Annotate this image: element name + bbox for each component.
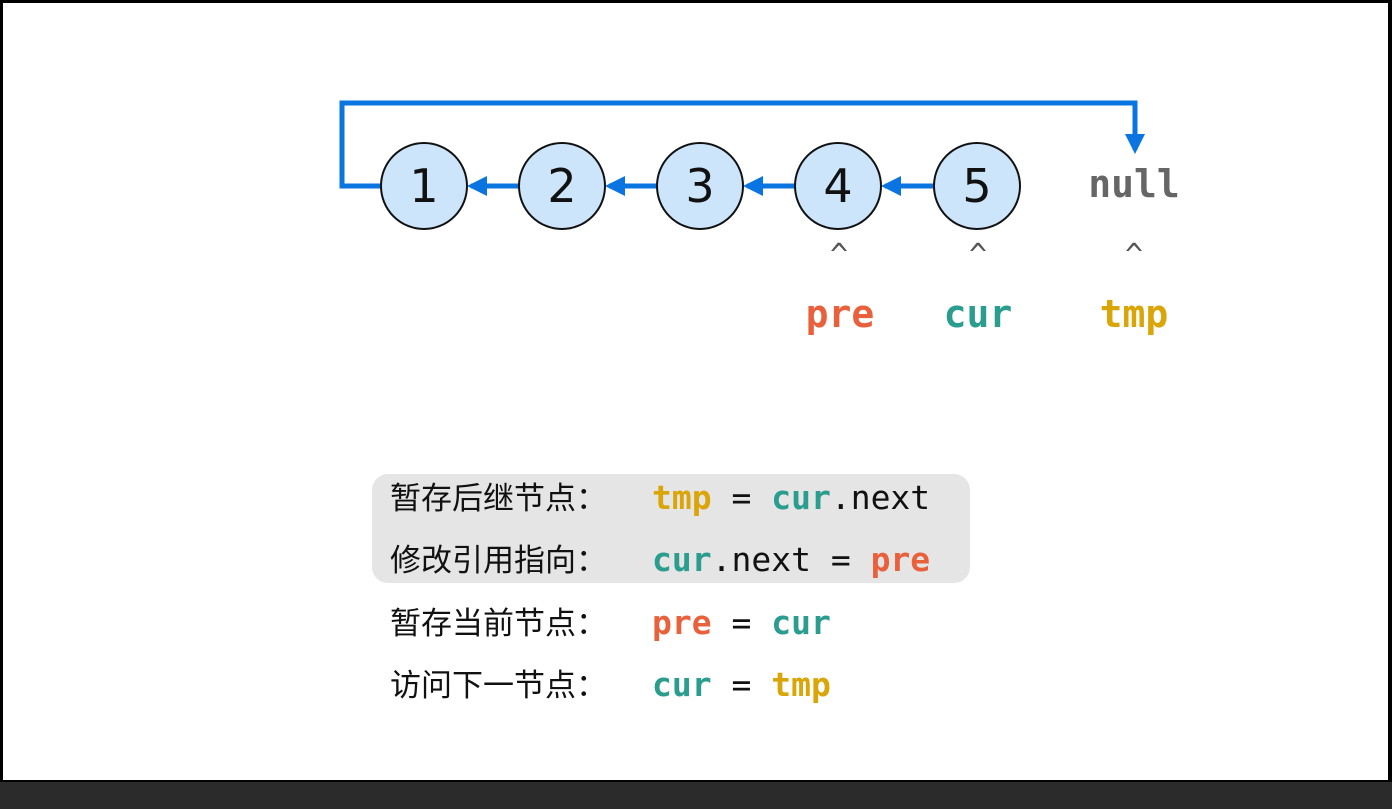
var-pre: pre bbox=[652, 603, 712, 642]
step-line: 暂存后继节点： tmp = cur.next bbox=[390, 478, 930, 518]
step-code: pre = cur bbox=[652, 603, 831, 642]
list-node-1: 1 bbox=[380, 142, 468, 230]
list-node-4: 4 bbox=[794, 142, 882, 230]
code-token: = bbox=[711, 603, 772, 642]
code-token: .next = bbox=[711, 540, 871, 579]
step-label: 暂存当前节点： bbox=[390, 606, 607, 642]
code-token: .next bbox=[830, 478, 931, 517]
step-line: 修改引用指向： cur.next = pre bbox=[390, 540, 930, 580]
linked-list-diagram: 1 2 3 4 5 null ^ ^ ^ pre cur tmp bbox=[339, 100, 1180, 336]
list-node-5: 5 bbox=[933, 142, 1021, 230]
node-value: 4 bbox=[823, 159, 852, 213]
var-tmp: tmp bbox=[771, 665, 831, 704]
step-code: cur = tmp bbox=[652, 665, 831, 704]
node-circle bbox=[794, 142, 882, 230]
node-circle bbox=[656, 142, 744, 230]
step-code: cur.next = pre bbox=[652, 540, 930, 579]
list-node-3: 3 bbox=[656, 142, 744, 230]
pointer-pre: pre bbox=[806, 292, 875, 336]
node-value: 1 bbox=[409, 159, 438, 213]
node-value: 3 bbox=[685, 159, 714, 213]
diagram-frame bbox=[0, 0, 1392, 782]
highlighted-steps-box bbox=[372, 474, 970, 583]
var-pre: pre bbox=[870, 540, 931, 579]
node-circle bbox=[933, 142, 1021, 230]
var-tmp: tmp bbox=[652, 478, 712, 517]
step-line: 访问下一节点： cur = tmp bbox=[390, 665, 831, 705]
var-cur: cur bbox=[771, 603, 831, 642]
node-circle bbox=[518, 142, 606, 230]
node-value: 5 bbox=[962, 159, 991, 213]
var-cur: cur bbox=[771, 478, 831, 517]
caret-pre: ^ bbox=[830, 238, 848, 273]
step-line: 暂存当前节点： pre = cur bbox=[390, 603, 831, 643]
step-label: 修改引用指向： bbox=[390, 543, 607, 579]
pointer-tmp: tmp bbox=[1100, 292, 1169, 336]
step-label: 暂存后继节点： bbox=[390, 481, 607, 517]
caret-cur: ^ bbox=[969, 238, 987, 273]
caret-tmp: ^ bbox=[1125, 238, 1143, 273]
var-cur: cur bbox=[652, 540, 712, 579]
step-code: tmp = cur.next bbox=[652, 478, 930, 517]
step-label: 访问下一节点： bbox=[390, 668, 607, 704]
var-cur: cur bbox=[652, 665, 712, 704]
node-circle bbox=[380, 142, 468, 230]
code-token: = bbox=[711, 478, 772, 517]
node-value: 2 bbox=[547, 159, 576, 213]
list-node-2: 2 bbox=[518, 142, 606, 230]
code-token: = bbox=[711, 665, 772, 704]
diagram-canvas bbox=[3, 3, 1388, 780]
null-label: null bbox=[1088, 162, 1180, 206]
loop-arrow-5-to-null bbox=[339, 100, 1145, 189]
pointer-cur: cur bbox=[944, 292, 1013, 336]
